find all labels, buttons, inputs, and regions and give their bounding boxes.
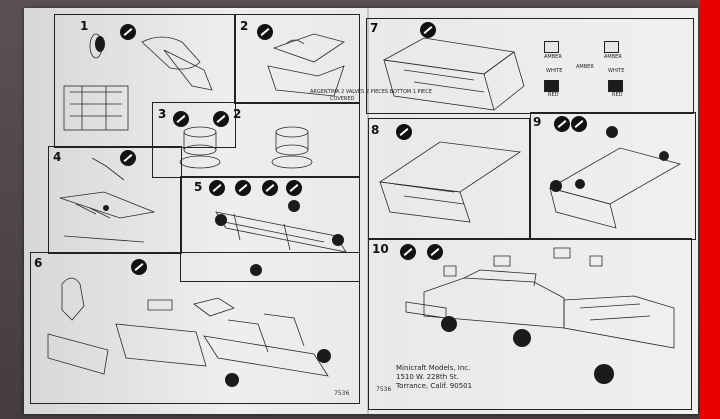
glue-icon [213, 111, 229, 127]
panel-step-10 [368, 238, 692, 410]
glue-icon [420, 22, 436, 38]
step-number-1: 1 [80, 19, 89, 33]
step-number-6: 6 [34, 256, 43, 270]
step-number-5: 5 [194, 180, 203, 194]
amber-swatch [604, 41, 619, 53]
step-number-8: 8 [371, 123, 380, 137]
step-number-2: 2 [240, 19, 249, 33]
step-2-note-line-2: COVERED [330, 96, 355, 102]
kit-code-left: 7536 [334, 390, 350, 397]
glue-icon [286, 180, 302, 196]
panel-step-9 [530, 112, 696, 240]
red-label: RED [612, 92, 623, 98]
glue-icon [173, 111, 189, 127]
glue-icon [554, 116, 570, 132]
panel-step-8 [368, 118, 530, 240]
panel-step-3 [152, 102, 360, 178]
glue-icon [396, 124, 412, 140]
white-label: WHITE [608, 68, 625, 74]
red-label: RED [548, 92, 559, 98]
step-number-7: 7 [370, 21, 379, 35]
panel-step-1 [54, 14, 236, 148]
manufacturer-address: 1510 W. 228th St. [396, 373, 459, 381]
panel-step-4 [48, 146, 182, 254]
glue-icon [120, 150, 136, 166]
kit-code-right: 7536 [376, 386, 392, 393]
instruction-sheet: 1 2 3 2 4 5 6 7 8 9 10 [24, 8, 698, 414]
glue-icon [257, 24, 273, 40]
panel-step-6 [30, 252, 360, 404]
step-2-note-line-1: ARGENTINA 2 VALVES 2 PIECES BOTTOM 1 PIE… [310, 89, 432, 95]
red-object [700, 0, 720, 419]
red-swatch [608, 80, 623, 92]
panel-step-5 [180, 176, 360, 282]
assembly-line-art [47, 33, 682, 387]
white-label: WHITE [546, 68, 563, 74]
glue-icon [400, 244, 416, 260]
amber-label: AMBER [604, 54, 622, 60]
step-number-10: 10 [372, 242, 389, 256]
amber-label: AMBER [576, 64, 594, 70]
amber-swatch [544, 41, 559, 53]
red-swatch [544, 80, 559, 92]
glue-icon [262, 180, 278, 196]
amber-label: AMBER [544, 54, 562, 60]
step-number-4: 4 [53, 150, 62, 164]
manufacturer-name: Minicraft Models, Inc. [396, 364, 471, 372]
manufacturer-city: Torrance, Calif. 90501 [396, 382, 473, 390]
glue-icon [235, 180, 251, 196]
step-3-sub-number: 2 [233, 107, 242, 121]
step-number-3: 3 [158, 107, 167, 121]
glue-icon [427, 244, 443, 260]
glue-icon [131, 259, 147, 275]
panel-step-2 [234, 14, 360, 104]
step-number-9: 9 [533, 115, 542, 129]
glue-icon [120, 24, 136, 40]
glue-icon [571, 116, 587, 132]
glue-icon [209, 180, 225, 196]
